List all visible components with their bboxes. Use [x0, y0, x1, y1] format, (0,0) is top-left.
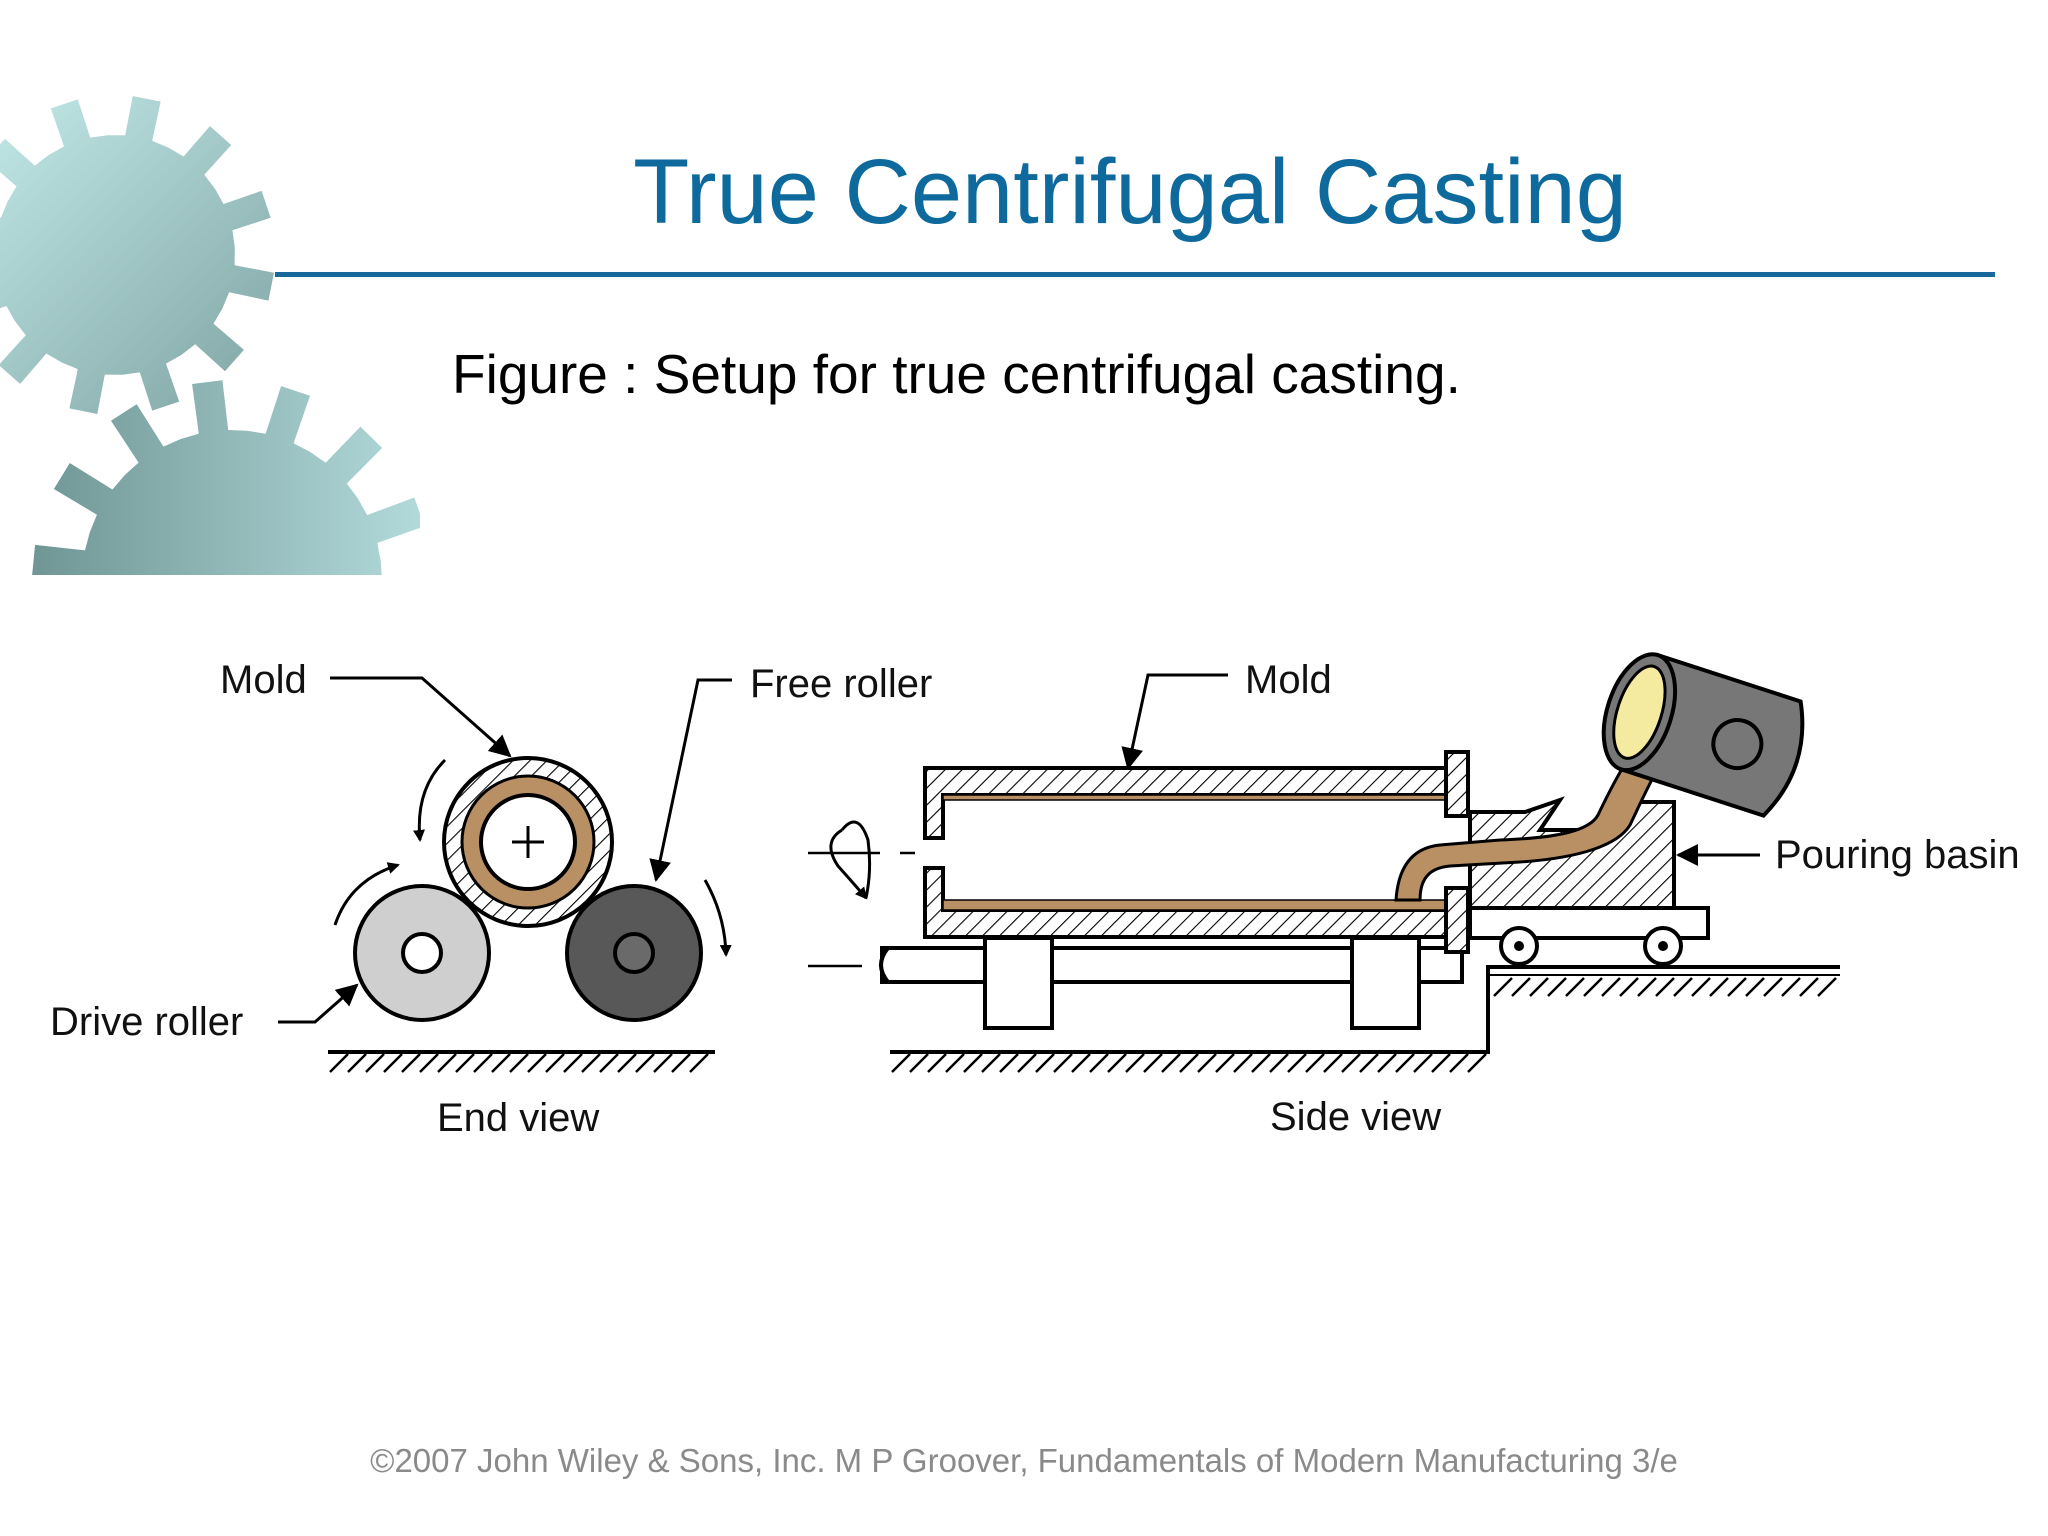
- mold-rotation-arrow: [413, 758, 447, 842]
- free-roller: [565, 884, 703, 1022]
- label-mold-end: Mold: [220, 658, 307, 702]
- label-free-roller: Free roller: [750, 662, 932, 706]
- mold-end-view: [442, 756, 614, 928]
- title-divider: [275, 272, 1995, 277]
- gears-decoration: [0, 96, 420, 575]
- centrifugal-casting-diagram: Mold Free roller Drive roller End view: [50, 652, 2020, 1140]
- mold-support-right: [1350, 936, 1421, 1030]
- slide-title: True Centrifugal Casting: [633, 141, 1627, 243]
- axis-rotation-arrow: [808, 820, 915, 900]
- mold-support-left: [983, 936, 1054, 1030]
- free-roller-leader: [649, 678, 732, 882]
- end-view: Mold Free roller Drive roller End view: [50, 658, 932, 1140]
- copyright-footer: ©2007 John Wiley & Sons, Inc. M P Groove…: [370, 1442, 1678, 1479]
- drive-roller-rotation-arrow: [333, 862, 400, 926]
- drive-roller: [353, 884, 491, 1022]
- drive-roller-leader: [278, 983, 359, 1024]
- figure-caption: Figure : Setup for true centrifugal cast…: [452, 343, 1461, 405]
- side-view-ground: [890, 965, 1840, 1073]
- ladle-icon: [1601, 652, 1805, 818]
- label-drive-roller: Drive roller: [50, 1000, 243, 1044]
- molten-metal-stream: [1394, 733, 1673, 902]
- side-view: Mold Pouring basin Side view: [808, 652, 2020, 1139]
- pouring-trolley: [1468, 906, 1710, 966]
- label-mold-side: Mold: [1245, 658, 1332, 702]
- gear-top-icon: [0, 96, 274, 414]
- label-end-view: End view: [437, 1096, 599, 1140]
- label-pouring-basin: Pouring basin: [1775, 833, 2020, 877]
- label-side-view: Side view: [1270, 1095, 1441, 1139]
- mold-side-leader: [1121, 673, 1228, 770]
- mold-side-view: [923, 750, 1470, 954]
- mold-end-leader: [330, 676, 512, 758]
- end-view-ground: [328, 1050, 715, 1073]
- gear-bottom-icon: [32, 380, 420, 575]
- free-roller-rotation-arrow: [703, 879, 732, 957]
